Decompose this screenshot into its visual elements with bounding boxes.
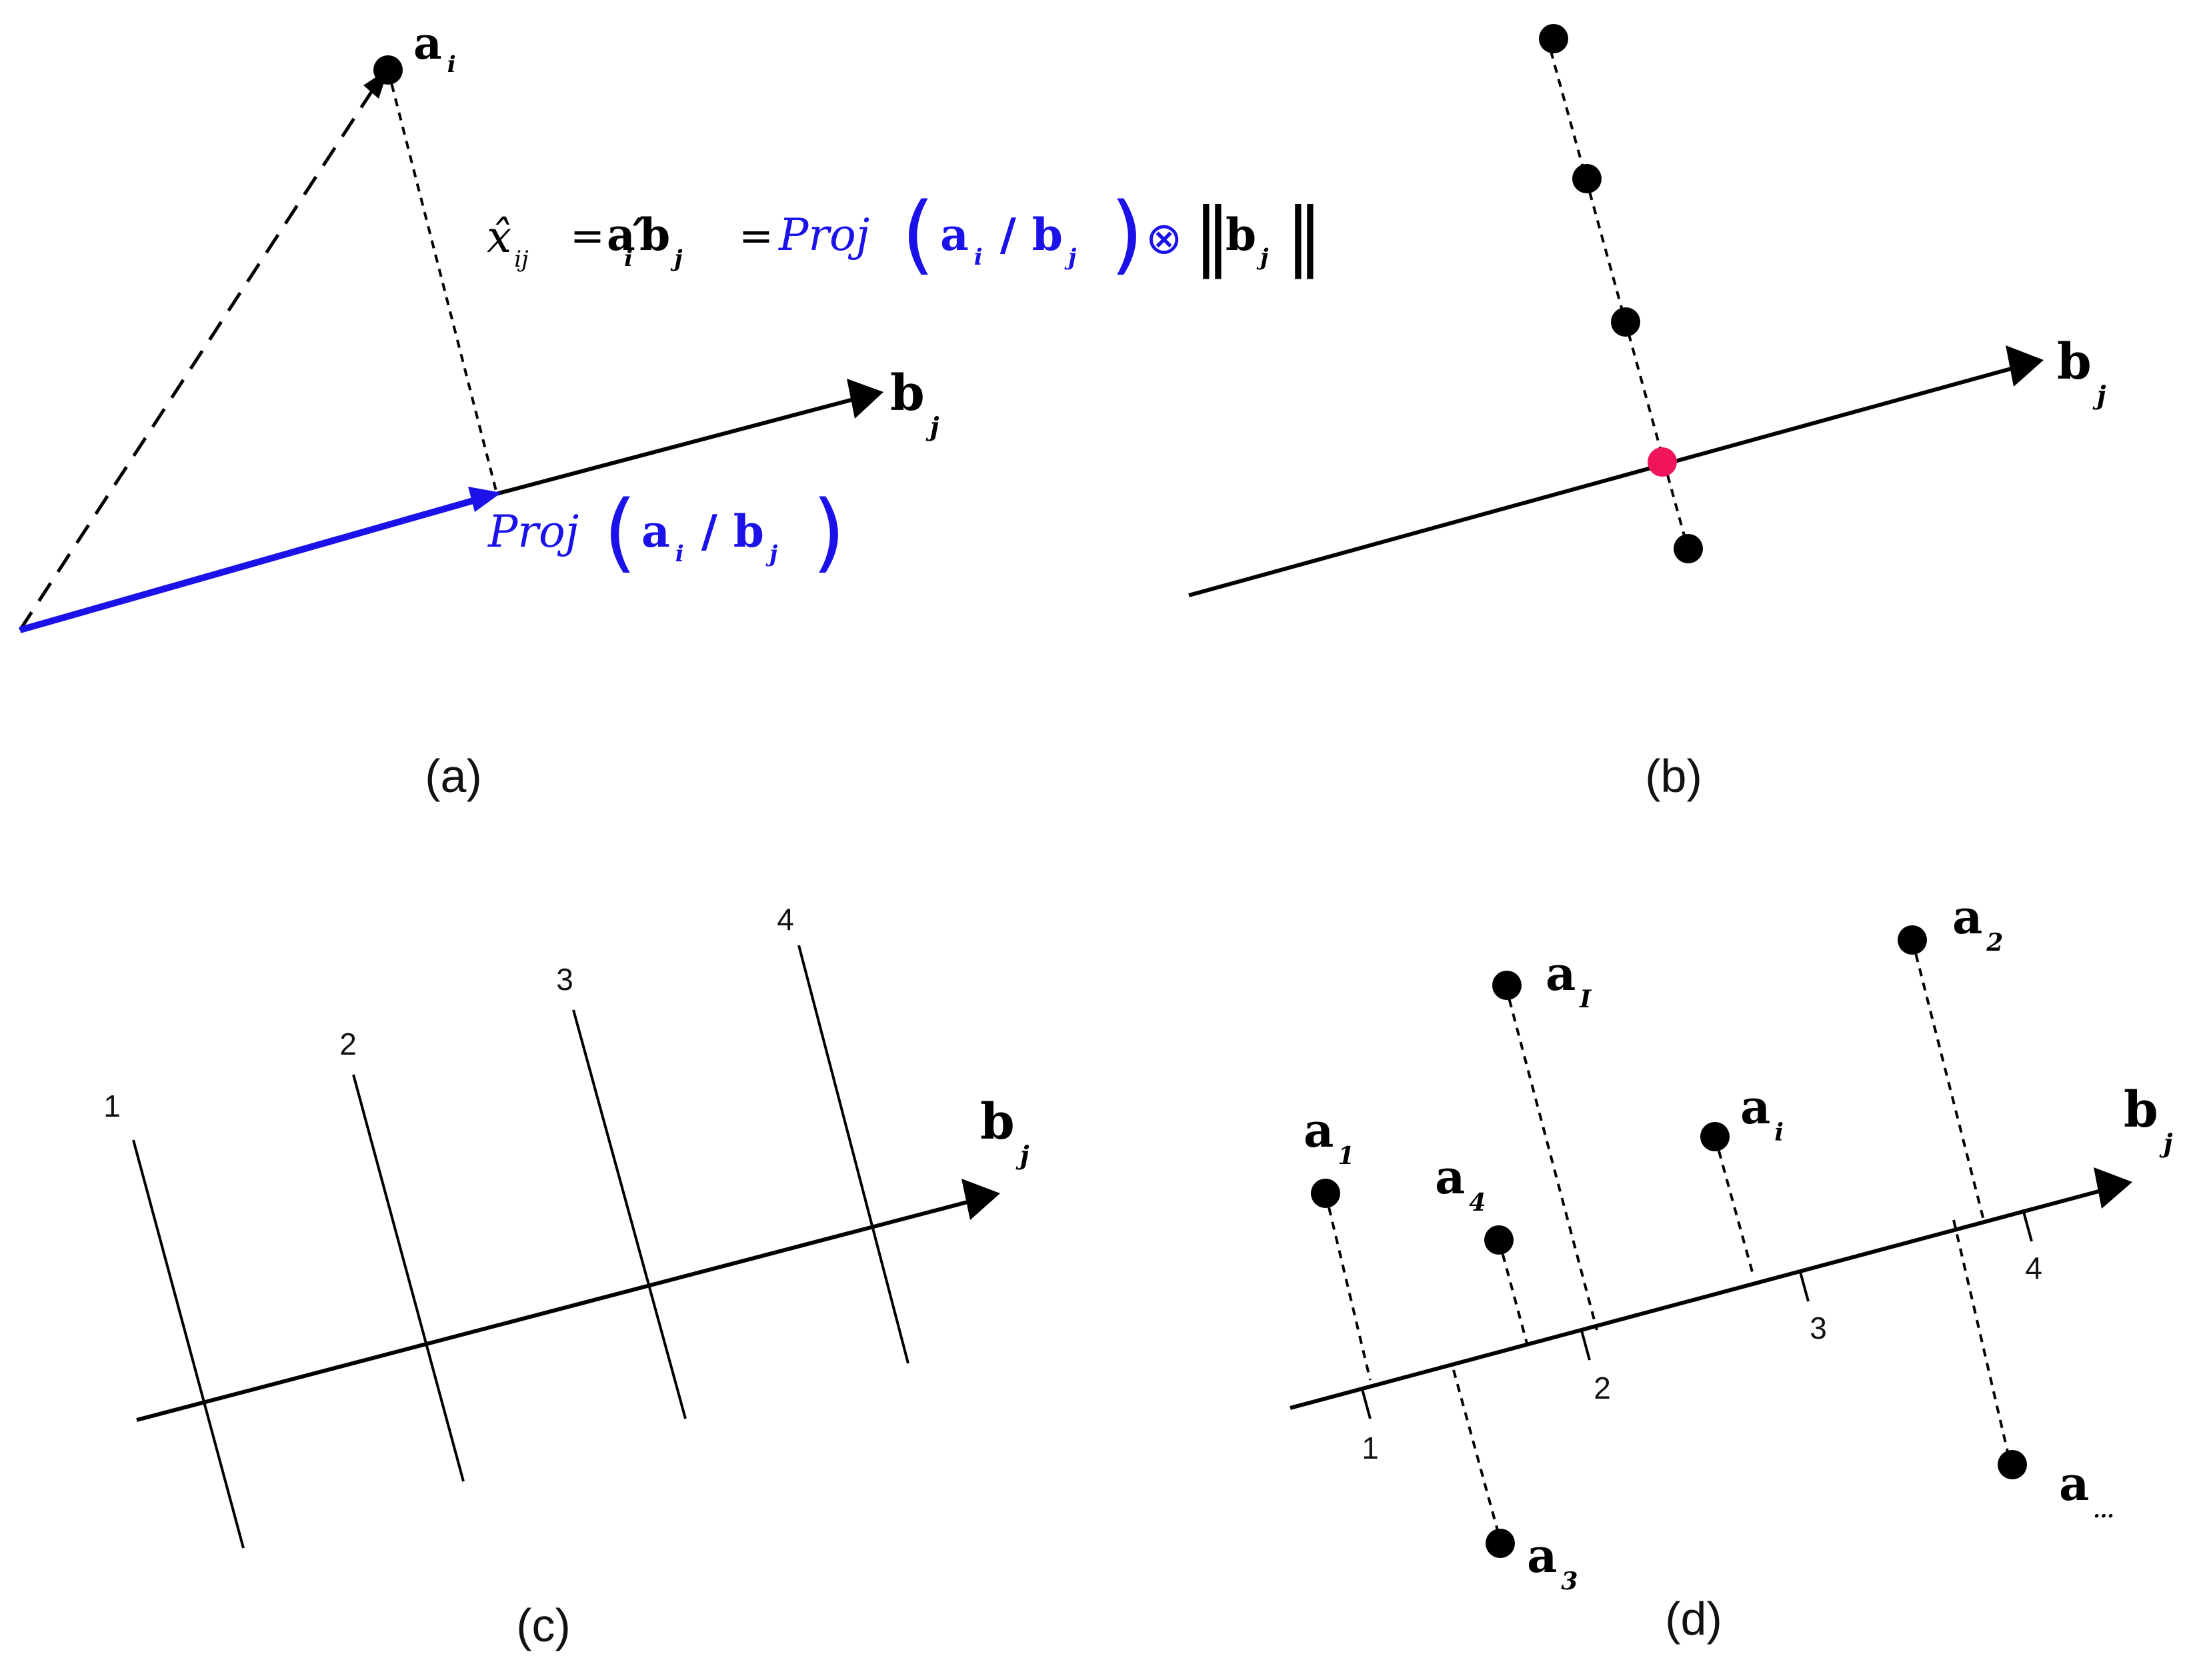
point-b-2 xyxy=(1572,164,1602,193)
caption-a: (a) xyxy=(425,750,482,802)
tick-c-2: 2 xyxy=(339,1027,357,1061)
tick-d-4: 4 xyxy=(2025,1251,2042,1285)
drop-a3 xyxy=(1452,1369,1502,1541)
axis-b-j-c xyxy=(136,1199,971,1422)
tick-c-3: 3 xyxy=(556,962,573,997)
label-b-j-d: bj xyxy=(2124,1081,2173,1158)
caption-b: (b) xyxy=(1645,750,1702,802)
axis-b-j-arrowhead xyxy=(847,379,883,419)
drop-aI xyxy=(1504,985,1598,1331)
label-b-j-b: bj xyxy=(2057,333,2106,410)
drop-ai xyxy=(1714,1136,1755,1277)
label-aDots: a... xyxy=(2059,1456,2114,1523)
tick-d-3: 3 xyxy=(1810,1311,1827,1345)
formula-proj: Proj xyxy=(778,209,869,261)
tick-c-4: 4 xyxy=(777,902,794,937)
point-aI xyxy=(1492,971,1522,1000)
tick-mark-d-2 xyxy=(1580,1330,1591,1361)
contour-4 xyxy=(797,945,909,1364)
projected-point xyxy=(1648,447,1677,477)
label-b-j-a: bj xyxy=(890,365,939,441)
contour-2 xyxy=(352,1074,465,1482)
axis-b-j-d xyxy=(1290,1188,2104,1410)
point-ai xyxy=(1700,1122,1730,1151)
formula-eq1: = xyxy=(570,211,605,260)
caption-d: (d) xyxy=(1665,1593,1722,1645)
formula-norm-open: ‖ xyxy=(1194,193,1231,279)
contour-1 xyxy=(132,1139,245,1549)
projection-drop-line xyxy=(387,69,498,494)
tick-c-1: 1 xyxy=(103,1089,121,1123)
formula-otimes: ⊗ xyxy=(1146,213,1182,264)
point-a3 xyxy=(1486,1529,1515,1558)
point-a1 xyxy=(1311,1179,1340,1208)
caption-c: (c) xyxy=(516,1599,571,1651)
tick-mark-d-3 xyxy=(1799,1271,1810,1302)
tick-mark-d-4 xyxy=(2022,1211,2033,1242)
axis-b-j-b xyxy=(1188,366,2014,597)
drop-a4 xyxy=(1498,1239,1528,1344)
axis-b-j-d-arrowhead xyxy=(2094,1167,2132,1209)
point-b-4 xyxy=(1674,534,1703,563)
drop-a2 xyxy=(1911,939,1985,1221)
panel-c: 1 2 3 4 bj (c) xyxy=(103,902,1029,1651)
proj-label-close: ) xyxy=(812,483,845,582)
proj-label-name: Proj xyxy=(487,506,579,557)
drop-a1 xyxy=(1324,1193,1372,1381)
point-a2 xyxy=(1898,925,1927,955)
tick-d-1: 1 xyxy=(1362,1431,1379,1465)
formula-x-hat: x̂ij xyxy=(487,211,529,273)
formula-norm-close: ‖ xyxy=(1286,193,1323,279)
proj-label-open: ( xyxy=(603,483,637,582)
tick-mark-d-1 xyxy=(1361,1389,1372,1419)
point-a-i xyxy=(373,55,403,85)
formula-eq2: = xyxy=(739,211,773,260)
tick-d-2: 2 xyxy=(1594,1371,1611,1405)
vector-a-i xyxy=(18,77,382,631)
axis-b-j-c-arrowhead xyxy=(961,1179,1000,1220)
projection-vector xyxy=(19,495,481,633)
point-aDots xyxy=(1998,1450,2027,1479)
point-b-1 xyxy=(1539,24,1568,53)
point-a4 xyxy=(1484,1225,1514,1255)
formula-close-paren: ) xyxy=(1110,185,1144,284)
point-b-3 xyxy=(1611,307,1640,337)
axis-b-j-b-arrowhead xyxy=(2006,345,2044,387)
formula-open-paren: ( xyxy=(901,185,935,284)
projection-vector-arrowhead xyxy=(468,487,501,512)
label-b-j-c: bj xyxy=(980,1093,1029,1170)
panel-b: bj (b) xyxy=(1188,24,2106,802)
contour-3 xyxy=(572,1009,687,1419)
drop-aDots xyxy=(1952,1219,2012,1464)
axis-b-j xyxy=(493,395,864,497)
